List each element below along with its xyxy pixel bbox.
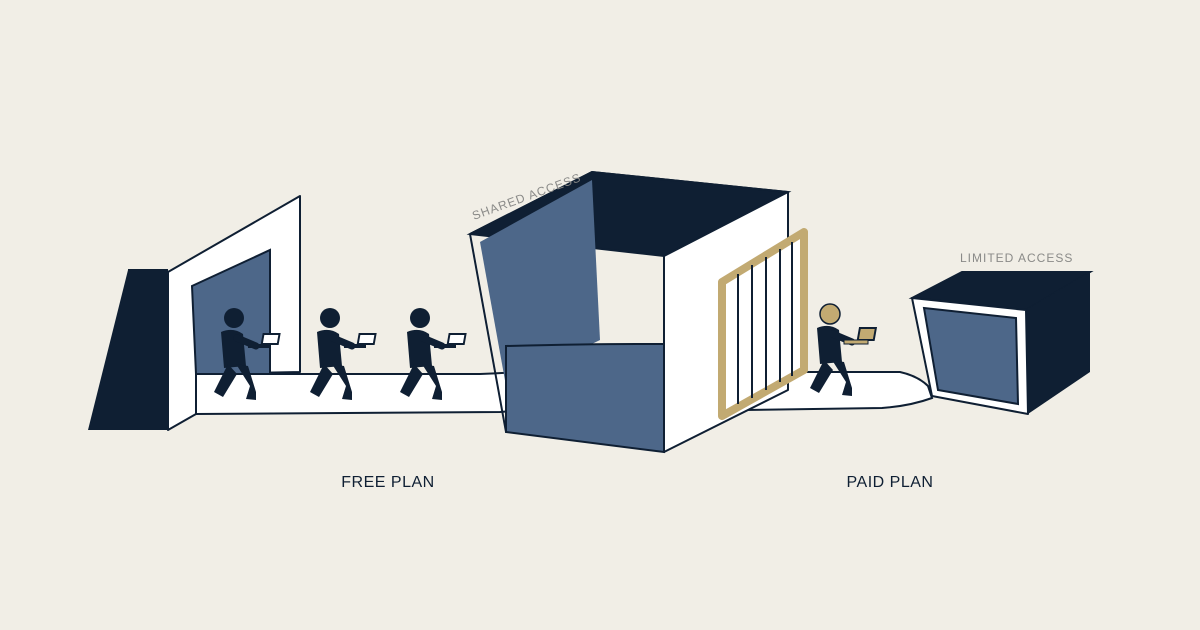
limited-access-label: LIMITED ACCESS [960, 251, 1073, 265]
free-plan-label: FREE PLAN [341, 474, 434, 491]
paid-plan-walker [810, 303, 878, 396]
gate-icon [718, 228, 808, 420]
paid-plan-label: PAID PLAN [847, 474, 934, 491]
limited-access-box [908, 271, 1094, 415]
